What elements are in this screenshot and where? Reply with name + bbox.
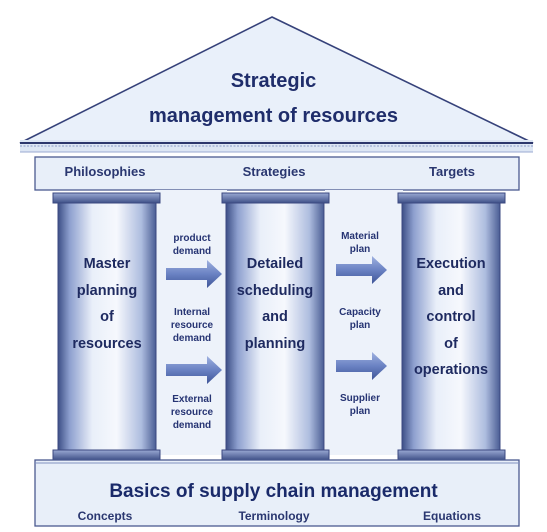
- label-line: plan: [349, 320, 371, 331]
- pillar-line: planning: [244, 335, 306, 352]
- foundation-title: Basics of supply chain management: [109, 481, 438, 502]
- pillar-line: scheduling: [236, 282, 314, 299]
- roof-title-line-1: Strategic: [230, 70, 317, 92]
- roof-title-line-2: management of resources: [149, 105, 398, 127]
- pillar-line: Execution: [416, 256, 486, 272]
- label-line: product: [173, 233, 211, 244]
- label-line: Capacity: [339, 307, 381, 318]
- label-line: resource: [170, 407, 214, 418]
- label-supplier-plan: Supplier plan: [328, 392, 392, 418]
- pillar-line: and: [438, 282, 464, 299]
- label-product-demand: product demand: [160, 232, 224, 258]
- beam-label-strategies: Strategies: [242, 164, 306, 179]
- pillar-line: Detailed: [246, 256, 304, 272]
- foundation: [34, 459, 520, 527]
- beam: [34, 156, 520, 191]
- label-capacity-plan: Capacity plan: [328, 306, 392, 332]
- label-line: plan: [349, 406, 371, 417]
- foundation-label-terminology: Terminology: [238, 509, 310, 523]
- label-line: Material: [341, 231, 379, 242]
- label-line: External: [172, 394, 212, 405]
- label-line: demand: [172, 420, 212, 431]
- label-line: demand: [172, 246, 212, 257]
- arrow-product-demand: [166, 260, 222, 288]
- pillar-line: planning: [76, 282, 138, 299]
- label-material-plan: Material plan: [328, 230, 392, 256]
- pillar-line: resources: [72, 335, 142, 352]
- left-pillar: [52, 192, 161, 461]
- label-external-resource-demand: External resource demand: [160, 393, 224, 432]
- pillar-line: of: [444, 335, 458, 352]
- label-line: plan: [349, 244, 371, 255]
- label-line: Supplier: [339, 393, 380, 404]
- pillar-text-execution-control: Execution and control of operations: [402, 251, 500, 384]
- center-pillar: [221, 192, 330, 461]
- pillar-text-detailed-scheduling: Detailed scheduling and planning: [226, 251, 324, 357]
- beam-label-targets: Targets: [429, 164, 475, 179]
- pillar-line: of: [100, 309, 114, 325]
- pillar-line: operations: [413, 362, 489, 378]
- right-gap-panel: [325, 190, 403, 455]
- arrow-material-plan: [336, 256, 387, 284]
- arrow-internal-to-external-demand: [166, 356, 222, 384]
- label-line: resource: [170, 320, 214, 331]
- pillar-line: control: [426, 309, 476, 325]
- pillar-text-master-planning: Master planning of resources: [58, 251, 156, 357]
- pillar-line: and: [262, 309, 288, 325]
- foundation-label-equations: Equations: [422, 509, 481, 523]
- arrow-supplier-plan: [336, 352, 387, 380]
- label-line: Internal: [173, 307, 211, 318]
- beam-label-philosophies: Philosophies: [64, 164, 146, 179]
- right-pillar: [397, 192, 506, 461]
- pillar-line: Master: [83, 256, 131, 272]
- label-internal-resource-demand: Internal resource demand: [160, 306, 224, 345]
- left-gap-panel: [155, 190, 227, 455]
- label-line: demand: [172, 333, 212, 344]
- foundation-label-concepts: Concepts: [77, 509, 133, 523]
